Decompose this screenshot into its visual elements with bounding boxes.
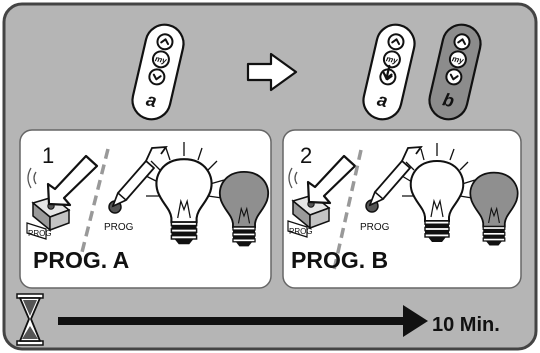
step-panel-b: 2 PROG PROG PROG. B (282, 129, 522, 289)
glow-rays-icon (145, 142, 225, 199)
remote-a-copy-label: a (375, 89, 389, 111)
step-title: PROG. B (291, 247, 388, 273)
prog-small-label: PROG (104, 222, 134, 233)
press-arrow-icon (306, 154, 357, 205)
receiver-box-icon: PROG (287, 194, 331, 238)
step-number: 1 (42, 143, 54, 168)
hourglass-icon (16, 293, 44, 346)
press-arrow-icon (46, 154, 99, 207)
dashed-divider (332, 149, 363, 271)
my-button-label: my (385, 54, 399, 65)
my-button-label: my (154, 54, 168, 65)
signal-waves-icon (288, 167, 298, 189)
remote-a-copy: my a (362, 23, 416, 121)
remote-b-label: b (441, 89, 456, 111)
dashed-divider (75, 148, 110, 273)
next-arrow-icon (246, 52, 298, 92)
prog-small-label: PROG (360, 222, 390, 233)
step-title: PROG. A (33, 247, 129, 273)
step-panel-a: 1 PROG PROG PROG. A (19, 129, 272, 289)
step-number: 2 (300, 143, 312, 168)
press-arrow-icon (382, 64, 393, 81)
pen-icon (368, 145, 423, 207)
remote-a-top: my a (131, 23, 185, 121)
duration-label: 10 Min. (432, 314, 500, 336)
pen-icon (111, 145, 168, 208)
prog-tag: PROG (289, 227, 313, 236)
remote-b: my b (428, 23, 482, 121)
remote-a-label: a (144, 89, 158, 111)
timeline-arrow (58, 305, 428, 337)
signal-waves-icon (27, 167, 37, 189)
glow-rays-icon (401, 143, 476, 199)
prog-tag: PROG (28, 229, 52, 238)
my-button-label: my (451, 54, 465, 65)
receiver-box-icon: PROG (26, 196, 71, 240)
